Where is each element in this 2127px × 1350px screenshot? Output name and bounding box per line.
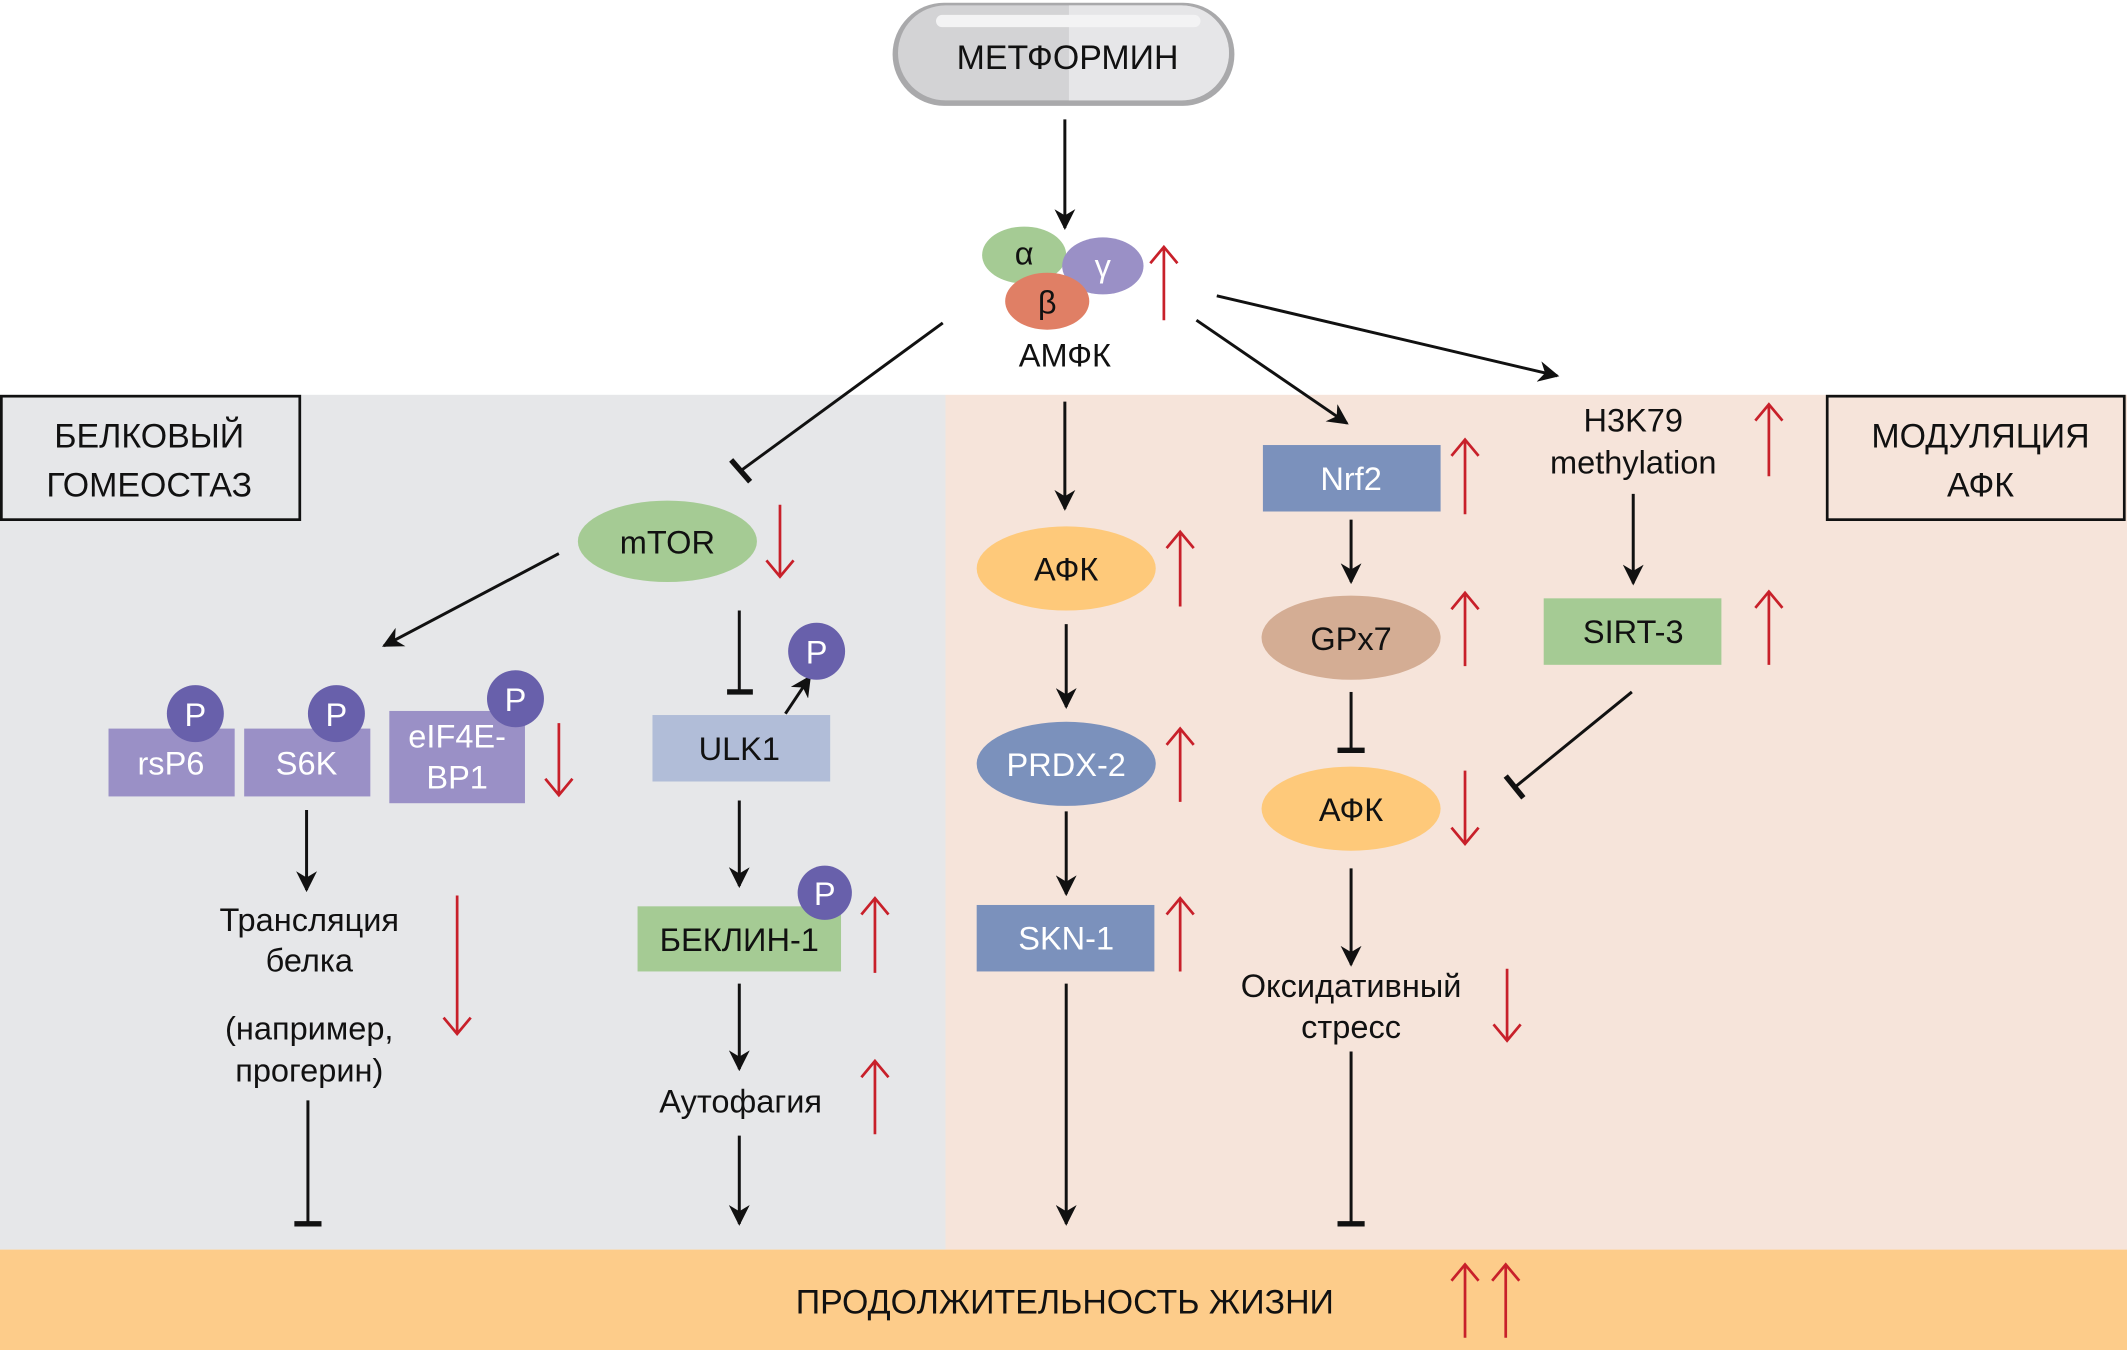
- eif4ebp1-label-1: eIF4E-: [408, 719, 506, 755]
- ampk-alpha: [982, 226, 1067, 284]
- sirt3-label: SIRT-3: [1583, 614, 1684, 650]
- red-double-up-arrow-icon: [1450, 1262, 1521, 1338]
- ulk1-label: ULK1: [699, 731, 780, 767]
- eif4ebp1-label-2: BP1: [426, 759, 488, 795]
- protein-homeostasis-panel: [0, 394, 946, 1250]
- p-label: P: [814, 876, 836, 912]
- tbar: [1503, 774, 1526, 800]
- red-down-arrow-icon: [1492, 968, 1522, 1043]
- tbar: [729, 458, 753, 484]
- sirt3-node: [1543, 598, 1722, 665]
- h3k79-label-1: H3K79: [1583, 402, 1683, 438]
- p-label: P: [184, 697, 206, 733]
- header-line-2: ГОМЕОСТАЗ: [46, 467, 252, 505]
- red-down-arrow-icon: [765, 504, 795, 579]
- p-label: P: [806, 634, 828, 670]
- nrf2-node: [1262, 445, 1441, 512]
- s6k-label: S6K: [276, 746, 338, 782]
- skn1-node: [976, 904, 1155, 972]
- autophagy-label: Аутофагия: [659, 1084, 822, 1120]
- gpx7-node: [1261, 595, 1441, 680]
- oxidative-stress-label-2: стресс: [1301, 1009, 1401, 1045]
- translation-label-2: белка: [266, 942, 354, 978]
- metformin-pill: МЕТФОРМИН: [892, 2, 1235, 106]
- red-up-arrow-icon: [1165, 726, 1195, 802]
- metformin-label: МЕТФОРМИН: [957, 39, 1179, 77]
- afk-node-2: [1261, 766, 1441, 851]
- ros-modulation-panel: [945, 394, 2127, 1250]
- red-down-arrow-icon: [544, 723, 574, 798]
- skn1-label: SKN-1: [1018, 921, 1114, 957]
- red-up-arrow-icon: [1450, 590, 1480, 667]
- ros-modulation-header: МОДУЛЯЦИЯ АФК: [1825, 394, 2126, 522]
- translation-note-1: (например,: [225, 1010, 393, 1046]
- beta-label: β: [1038, 284, 1057, 320]
- afk-label-1: АФК: [1034, 552, 1098, 588]
- arrow-ampk-nrf2: [1195, 318, 1349, 425]
- p-label: P: [326, 697, 348, 733]
- red-up-arrow-icon: [1149, 244, 1179, 321]
- red-up-arrow-icon: [860, 1058, 890, 1135]
- protein-homeostasis-header: БЕЛКОВЫЙ ГОМЕОСТАЗ: [0, 394, 302, 522]
- rsp6-node: [108, 728, 235, 797]
- ulk1-node: [652, 715, 831, 782]
- translation-label-1: Трансляция: [220, 902, 400, 938]
- phospho-badge: P: [166, 685, 224, 743]
- translation-note-2: прогерин): [235, 1052, 383, 1088]
- red-up-arrow-icon: [1754, 589, 1784, 665]
- rsp6-label: rsP6: [137, 746, 204, 782]
- red-up-arrow-icon: [1754, 402, 1784, 477]
- red-down-arrow-icon: [442, 895, 472, 1036]
- phospho-badge: P: [788, 622, 846, 680]
- ampk-complex: α γ β АМФК: [982, 226, 1144, 373]
- p-label: P: [505, 682, 527, 718]
- alpha-label: α: [1015, 236, 1034, 272]
- gamma-label: γ: [1095, 248, 1112, 284]
- prdx2-node: [976, 721, 1156, 806]
- red-up-arrow-icon: [1450, 437, 1480, 515]
- phospho-badge: P: [797, 865, 852, 920]
- mtor-node: [577, 500, 757, 583]
- afk-label-2: АФК: [1319, 792, 1383, 828]
- arrow-mtor-substrates: [382, 552, 560, 648]
- ampk-label: АМФК: [1019, 337, 1111, 373]
- beclin1-node: [637, 906, 842, 972]
- nrf2-label: Nrf2: [1320, 461, 1381, 497]
- lifespan-label: ПРОДОЛЖИТЕЛЬНОСТЬ ЖИЗНИ: [796, 1283, 1334, 1321]
- red-up-arrow-icon: [860, 896, 890, 973]
- gpx7-label: GPx7: [1310, 621, 1391, 657]
- ampk-beta: [1005, 272, 1090, 330]
- mtor-label: mTOR: [620, 525, 715, 561]
- inhibit-ampk-mtor: [739, 321, 944, 473]
- eif4ebp1-node: [389, 710, 525, 804]
- arrow-ampk-h3k79: [1216, 294, 1560, 382]
- afk-node-1: [976, 526, 1156, 611]
- phospho-badge: P: [307, 685, 365, 743]
- oxidative-stress-label-1: Оксидативный: [1241, 968, 1462, 1004]
- prdx2-label: PRDX-2: [1007, 747, 1126, 783]
- header-line-2: АФК: [1947, 467, 2014, 505]
- header-line-1: БЕЛКОВЫЙ: [54, 418, 244, 456]
- red-up-arrow-icon: [1165, 529, 1195, 607]
- red-up-arrow-icon: [1165, 896, 1195, 972]
- phospho-badge: P: [486, 670, 544, 728]
- h3k79-label-2: methylation: [1550, 445, 1716, 481]
- beclin1-label: БЕКЛИН-1: [660, 922, 819, 958]
- s6k-node: [244, 728, 371, 797]
- header-line-1: МОДУЛЯЦИЯ: [1871, 418, 2089, 456]
- inhibit-sirt3-afk: [1514, 690, 1633, 789]
- lifespan-bar: [0, 1249, 2127, 1350]
- red-down-arrow-icon: [1450, 770, 1480, 847]
- arrow-ulk1-phospho: [784, 675, 812, 715]
- ampk-gamma: [1062, 237, 1144, 295]
